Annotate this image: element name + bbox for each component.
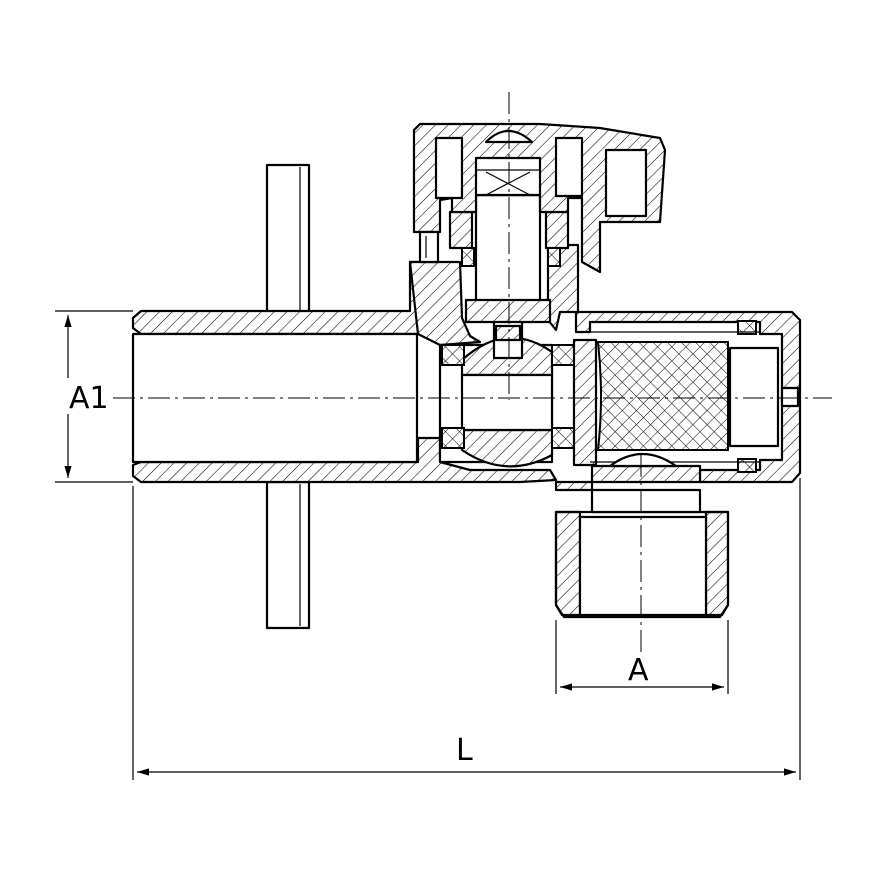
- dimension-l: [132, 478, 801, 780]
- center-lines: [113, 92, 832, 655]
- filter-cartridge: [590, 320, 800, 473]
- valve-stem: [448, 193, 570, 360]
- outlet-connector: [554, 453, 730, 619]
- dimension-a-label: A: [628, 653, 649, 688]
- valve-handle: [412, 122, 667, 274]
- valve-body: [131, 243, 802, 484]
- dimension-a1: [55, 310, 133, 483]
- ball-valve: [438, 336, 598, 468]
- dimension-a1-label: A1: [69, 381, 109, 416]
- wall-flange: [265, 163, 311, 630]
- dimension-l-label: L: [456, 733, 473, 768]
- dimension-a: [555, 620, 729, 694]
